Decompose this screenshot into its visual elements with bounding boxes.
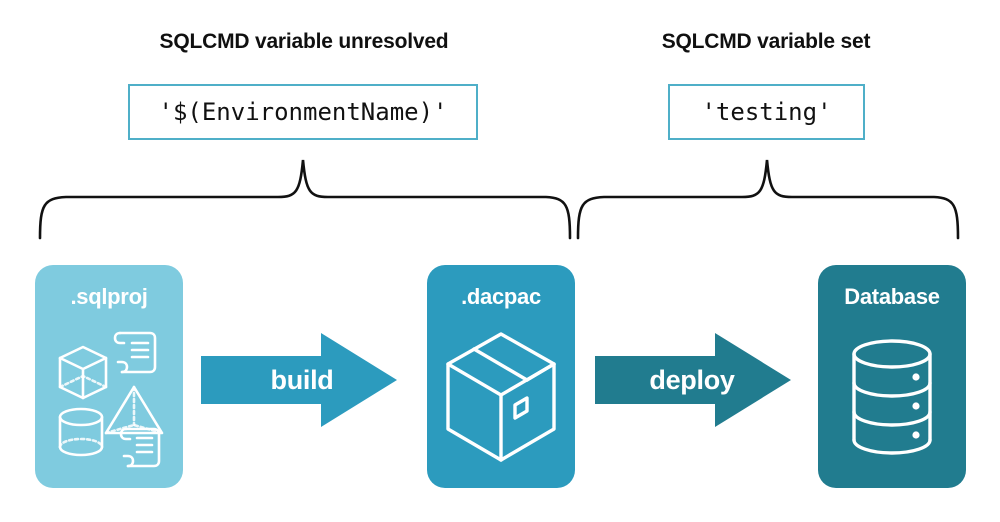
scroll-icon — [119, 427, 161, 468]
database-cylinder-icon — [852, 339, 932, 455]
cylinder-icon — [58, 407, 104, 457]
stage-box-sqlproj-label: .sqlproj — [70, 284, 148, 309]
database-artwork — [818, 320, 966, 480]
arrow-right-icon — [201, 333, 397, 427]
sqlproj-artwork — [35, 320, 183, 480]
stage-box-dacpac[interactable]: .dacpac — [427, 265, 575, 488]
stage-box-database-label: Database — [844, 284, 940, 309]
sqlcmd-variable-unresolved-box: '$(EnvironmentName)' — [128, 84, 478, 140]
brace-left-icon — [38, 159, 572, 240]
annotation-heading-left: SQLCMD variable unresolved — [159, 30, 449, 53]
pyramid-icon — [104, 385, 164, 435]
sqlcmd-variable-set-value: 'testing' — [701, 98, 832, 126]
scroll-icon — [113, 331, 157, 374]
package-box-icon — [446, 332, 556, 462]
transition-arrow-build: build — [201, 331, 397, 429]
cube-icon — [58, 345, 108, 400]
arrow-right-icon — [595, 333, 791, 427]
dacpac-artwork — [427, 320, 575, 480]
stage-box-database[interactable]: Database — [818, 265, 966, 488]
annotation-heading-right: SQLCMD variable set — [661, 30, 871, 53]
stage-box-sqlproj[interactable]: .sqlproj — [35, 265, 183, 488]
sqlcmd-variable-set-box: 'testing' — [668, 84, 865, 140]
stage-box-dacpac-label: .dacpac — [461, 284, 541, 309]
transition-arrow-build-label: build — [270, 364, 334, 395]
brace-right-icon — [576, 159, 960, 240]
sqlcmd-variable-unresolved-value: '$(EnvironmentName)' — [158, 98, 448, 126]
transition-arrow-deploy: deploy — [595, 331, 791, 429]
transition-arrow-deploy-label: deploy — [649, 364, 735, 395]
